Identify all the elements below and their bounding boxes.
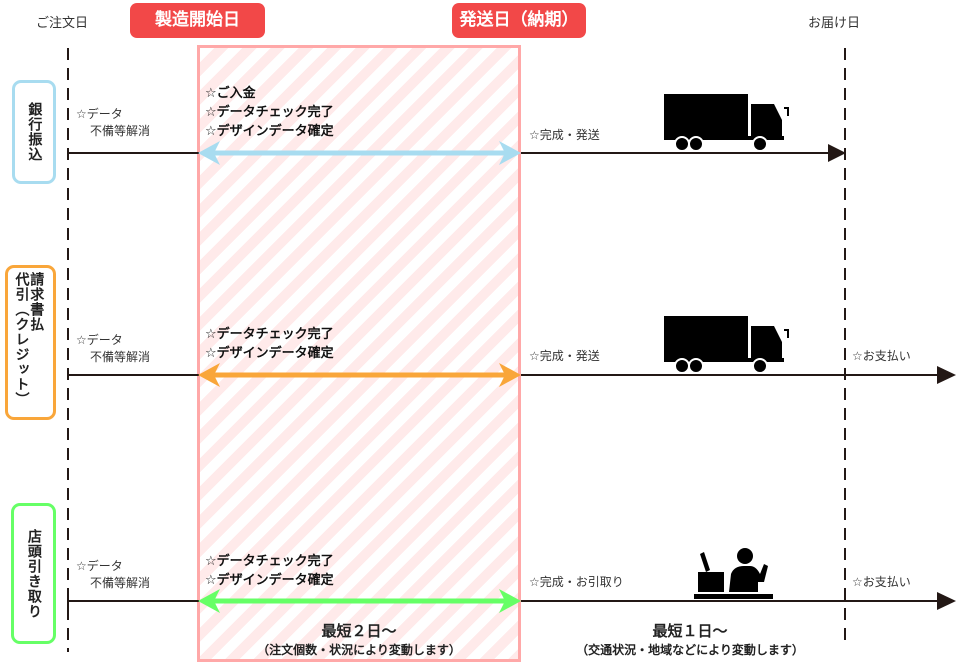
cod-credit-text: 代引（クレジット） — [13, 272, 30, 407]
pickup-note: ☆完成・お引取り — [529, 575, 624, 589]
store-pickup-text: 店頭引き取り — [25, 528, 42, 619]
ship-date-badge: 発送日（納期） — [452, 3, 586, 38]
delivery-date-label: お届け日 — [808, 16, 861, 31]
ship-note: ☆完成・発送 — [529, 349, 600, 363]
truck-icon — [664, 94, 789, 152]
payment-note: ☆お支払い — [852, 349, 911, 363]
pre-note: ☆データ不備等解消 — [76, 333, 151, 364]
delivery-duration: 最短１日〜 （交通状況・地域などにより変動します） — [530, 620, 850, 658]
cashier-icon — [694, 548, 773, 599]
arrow-head — [828, 144, 846, 162]
payment-note: ☆お支払い — [852, 575, 911, 589]
invoice-text: 請求書払 — [28, 272, 45, 332]
pre-note: ☆データ不備等解消 — [76, 559, 151, 590]
order-date-label: ご注文日 — [36, 16, 89, 31]
delivery-min-text: 最短１日〜 — [652, 622, 728, 640]
ship-note: ☆完成・発送 — [529, 128, 600, 142]
production-items: ☆データチェック完了 ☆デザインデータ確定 — [205, 554, 334, 588]
bank-transfer-text: 銀行振込 — [26, 102, 43, 162]
production-start-badge: 製造開始日 — [130, 3, 265, 38]
production-note-text: （注文個数・状況により変動します） — [257, 643, 461, 657]
delivery-note-text: （交通状況・地域などにより変動します） — [576, 643, 804, 657]
production-duration: 最短２日〜 （注文個数・状況により変動します） — [200, 620, 518, 658]
truck-icon — [664, 316, 789, 374]
payment-cod-invoice-label: 代引（クレジット） 請求書払 — [5, 265, 56, 420]
payment-store-pickup-label: 店頭引き取り — [11, 503, 56, 644]
production-items: ☆データチェック完了 ☆デザインデータ確定 — [205, 327, 334, 361]
production-period-zone — [197, 45, 521, 662]
payment-bank-transfer-label: 銀行振込 — [12, 80, 56, 184]
pre-note: ☆データ不備等解消 — [76, 107, 151, 138]
production-min-text: 最短２日〜 — [321, 622, 397, 640]
production-items: ☆ご入金 ☆データチェック完了 ☆デザインデータ確定 — [205, 86, 334, 139]
